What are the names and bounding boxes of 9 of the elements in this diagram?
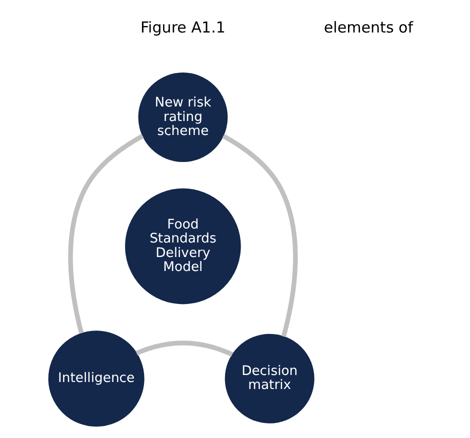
label: elements of <box>324 18 414 36</box>
node-circle: New risk rating scheme <box>138 72 228 162</box>
node-circle: Food Standards Delivery Model <box>125 188 241 304</box>
connector <box>68 134 144 334</box>
label: Figure A1.1 <box>140 18 226 36</box>
node-circle: Decision matrix <box>224 334 314 424</box>
connector <box>222 134 298 338</box>
connector <box>136 340 234 357</box>
node-circle: Intelligence <box>48 330 144 427</box>
